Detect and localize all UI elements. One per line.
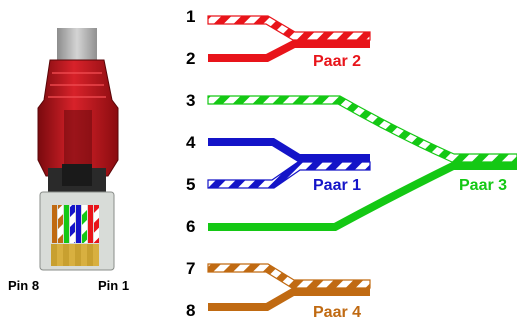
plug-wire-7 — [58, 205, 63, 243]
pin-numbers: 1 2 3 4 5 6 7 8 — [186, 7, 196, 320]
pin-number-4: 4 — [186, 133, 196, 152]
plug-wire-3 — [82, 205, 87, 243]
pin-number-5: 5 — [186, 175, 195, 194]
boot-rib-3 — [48, 96, 106, 98]
wire-3-white-green — [207, 95, 517, 163]
plug-contact-7 — [57, 244, 63, 266]
pair-3-label: Paar 3 — [459, 177, 507, 194]
plug-wire-6 — [64, 205, 69, 243]
pair-4-wires — [207, 263, 371, 311]
plug-contact-3 — [81, 244, 87, 266]
plug-contact-4 — [75, 244, 81, 266]
plug-wire-5 — [70, 205, 75, 243]
boot-rib-1 — [52, 72, 102, 74]
plug-wire-8 — [52, 205, 57, 243]
pair-1-label: Paar 1 — [313, 177, 361, 194]
wire-5-white-blue — [207, 161, 371, 189]
pin-number-7: 7 — [186, 259, 195, 278]
pin-8-label: Pin 8 — [8, 278, 39, 293]
pin-number-8: 8 — [186, 301, 195, 320]
plug-wire-1 — [94, 205, 99, 243]
pin-number-6: 6 — [186, 217, 195, 236]
plug-contacts — [51, 244, 99, 266]
plug-latch — [62, 164, 92, 186]
wire-1-white-red — [207, 15, 371, 41]
plug-contact-8 — [51, 244, 57, 266]
plug-contact-6 — [63, 244, 69, 266]
rj45-plug-illustration: Pin 8 Pin 1 — [8, 28, 129, 293]
plug-contact-2 — [87, 244, 93, 266]
pair-4-label: Paar 4 — [313, 304, 361, 321]
pin-number-3: 3 — [186, 91, 195, 110]
plug-wire-2 — [88, 205, 93, 243]
pair-labels: Paar 2 Paar 1 Paar 3 Paar 4 — [313, 53, 507, 321]
wire-6-green — [208, 162, 517, 231]
boot-inner-shadow — [64, 110, 92, 172]
pair-2-label: Paar 2 — [313, 53, 361, 70]
plug-contact-5 — [69, 244, 75, 266]
wire-4-blue — [208, 138, 370, 162]
pair-1-wires — [207, 138, 371, 189]
boot-rib-2 — [50, 84, 104, 86]
plug-wires — [52, 205, 99, 243]
pin-1-label: Pin 1 — [98, 278, 129, 293]
pin-number-2: 2 — [186, 49, 195, 68]
pair-2-wires — [207, 15, 371, 62]
pair-3-wires — [207, 95, 517, 231]
plug-contact-1 — [93, 244, 99, 266]
pin-number-1: 1 — [186, 7, 195, 26]
plug-wire-4 — [76, 205, 81, 243]
wire-2-red — [208, 40, 370, 62]
wire-8-brown — [208, 288, 370, 311]
wire-7-white-brown — [207, 263, 371, 289]
